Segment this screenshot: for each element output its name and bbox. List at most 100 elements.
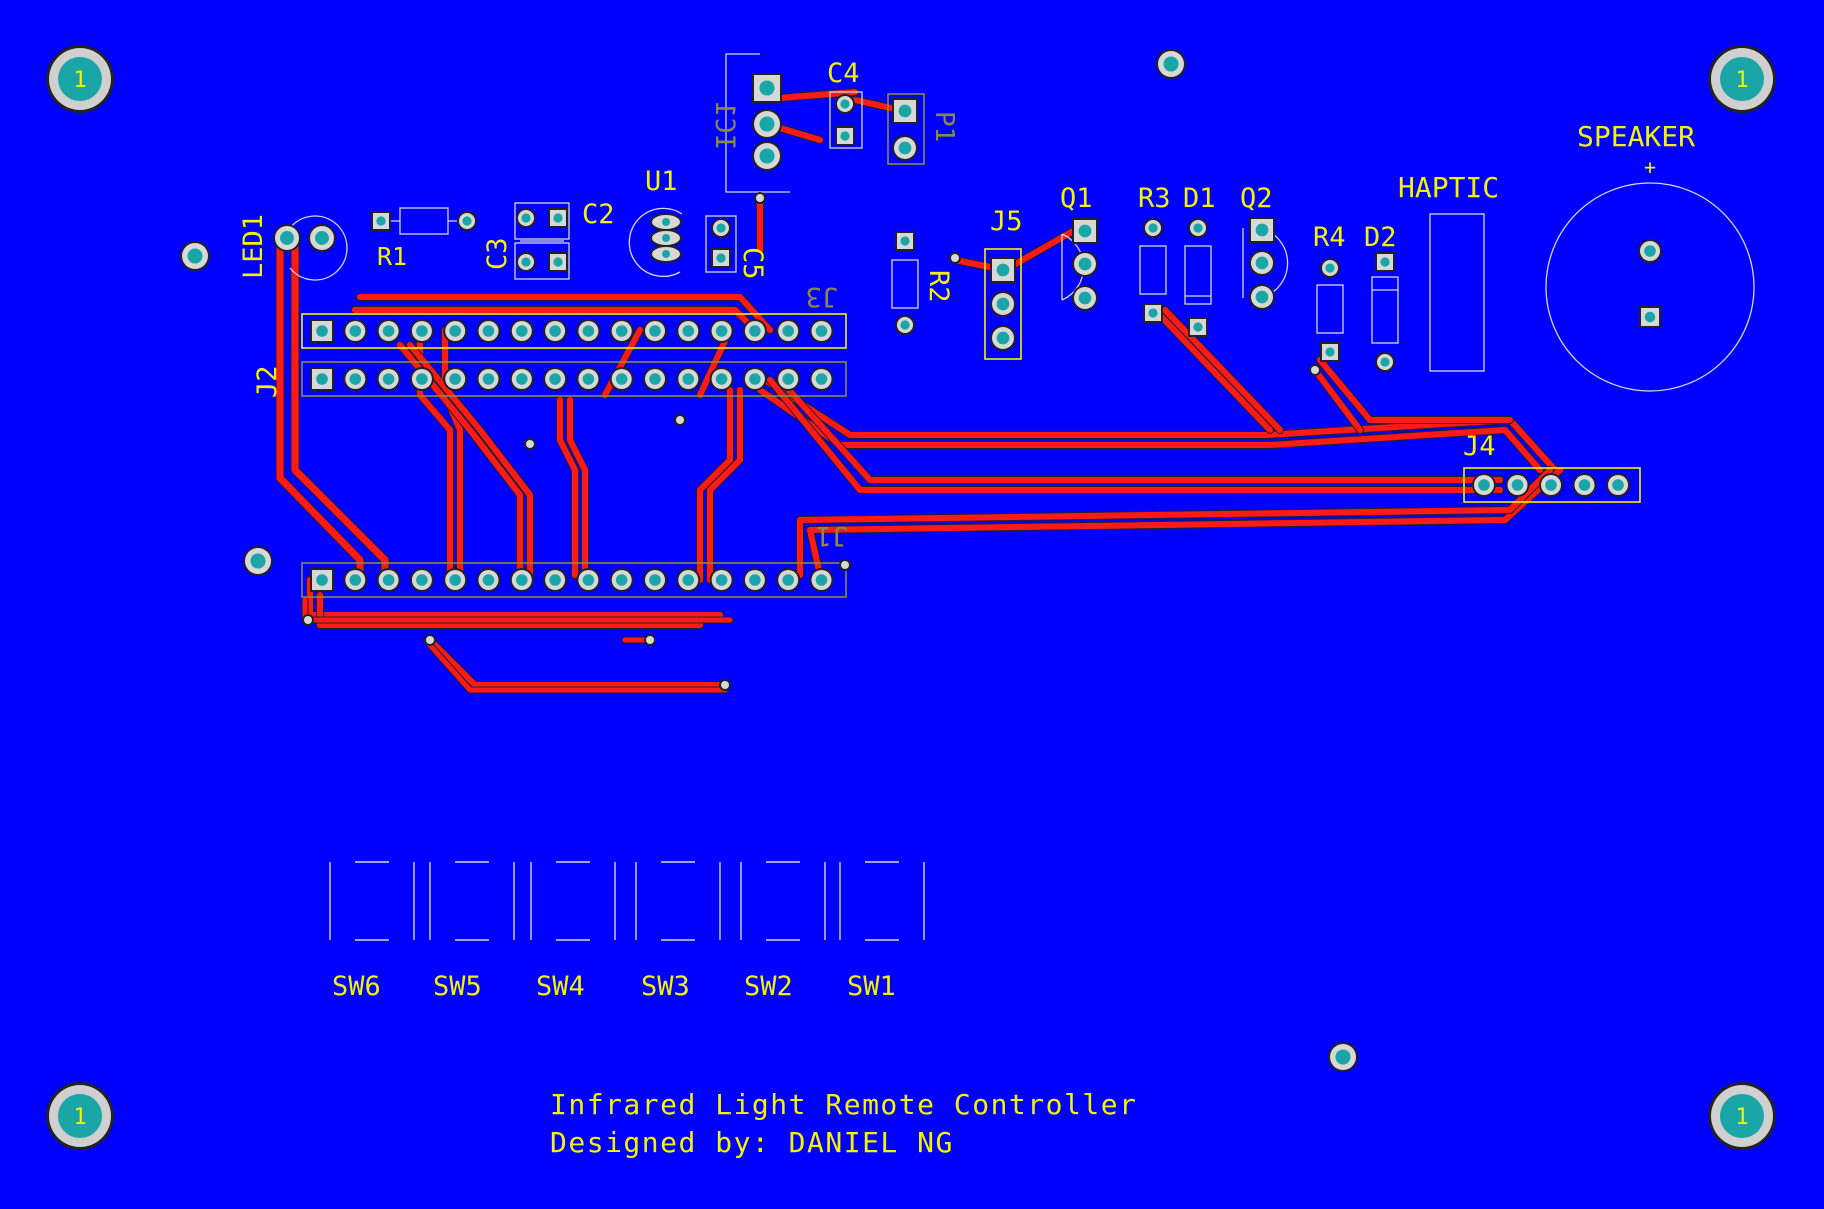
j2-pad <box>476 367 501 391</box>
r1-pad <box>371 211 391 231</box>
via <box>1309 364 1321 376</box>
c5-pad <box>711 218 731 238</box>
c2-pad <box>516 208 536 228</box>
label-sw5: SW5 <box>433 971 482 1002</box>
j3-pad <box>776 319 801 343</box>
switch-outline <box>530 861 616 941</box>
trace <box>1312 367 1363 433</box>
j5-outline <box>984 248 1022 360</box>
speaker-pad <box>1638 239 1662 263</box>
j3-outline <box>301 313 847 349</box>
j1-pad <box>809 568 834 592</box>
via <box>302 614 314 626</box>
j1-pad <box>310 568 334 592</box>
j1-pad <box>343 568 368 592</box>
led1-pad <box>308 224 336 252</box>
trace <box>427 642 728 693</box>
mounting-hole-tr: 1 <box>1708 45 1776 113</box>
j1-outline <box>301 562 847 598</box>
label-r1: R1 <box>377 242 407 271</box>
label-led1: LED1 <box>238 214 269 279</box>
label-sw3: SW3 <box>641 971 690 1002</box>
r4-body <box>1316 284 1344 334</box>
c3-pad <box>516 252 536 272</box>
c3-outline <box>514 242 570 280</box>
trace <box>1152 307 1273 433</box>
j3-pad <box>310 319 334 343</box>
mounting-hole-label: 1 <box>73 1105 86 1130</box>
trace <box>557 397 578 578</box>
label-sw2: SW2 <box>744 971 793 1002</box>
label-r4: R4 <box>1313 222 1346 253</box>
trace <box>807 467 1563 578</box>
c4-pad <box>835 126 855 146</box>
switch-labels: SW6 SW5 SW4 SW3 SW2 SW1 <box>332 971 896 1002</box>
u1-pad <box>650 213 682 231</box>
u1-outline <box>628 207 683 277</box>
j2-pad <box>643 367 667 391</box>
label-q1: Q1 <box>1060 183 1093 214</box>
via <box>839 559 851 571</box>
trace <box>397 342 523 583</box>
r3-body <box>1139 245 1167 295</box>
j3-pad <box>476 319 501 343</box>
j2-pad <box>409 367 434 391</box>
j1-pad <box>576 568 601 592</box>
j1-pad <box>776 568 801 592</box>
trace <box>407 342 533 583</box>
j3-pad <box>343 319 368 343</box>
d1-body <box>1184 245 1212 305</box>
j4-pad <box>1505 473 1530 497</box>
j4-pad <box>1472 473 1496 497</box>
j1-pad <box>409 568 434 592</box>
label-sw1: SW1 <box>847 971 896 1002</box>
standalone-pad <box>180 241 210 271</box>
j3-pad <box>742 319 767 343</box>
j2-pad <box>776 367 801 391</box>
j1-pad <box>609 568 634 592</box>
label-r3: R3 <box>1138 183 1171 214</box>
j3-pad <box>643 319 667 343</box>
trace <box>797 467 1553 578</box>
label-j1: J1 <box>815 520 848 551</box>
led1-pad <box>273 224 301 252</box>
trace <box>1317 357 1513 423</box>
p1-pad <box>892 135 918 161</box>
q1-pad <box>1072 218 1098 244</box>
j3-pad <box>376 319 401 343</box>
j2-pad <box>343 367 368 391</box>
q2-pad <box>1249 250 1275 276</box>
label-haptic: HAPTIC <box>1398 171 1499 204</box>
j2-pad <box>576 367 601 391</box>
board-designer: Designed by: DANIEL NG <box>550 1126 954 1159</box>
j3-pad <box>676 319 701 343</box>
trace <box>317 592 703 628</box>
q1-pad <box>1072 285 1098 311</box>
mounting-hole-label: 1 <box>1735 68 1748 93</box>
mounting-hole-tl: 1 <box>46 45 114 113</box>
mounting-hole-bl: 1 <box>46 1082 114 1150</box>
j3-pad <box>576 319 601 343</box>
j2-outline <box>301 361 847 397</box>
j2-pad <box>709 367 734 391</box>
p1-outline <box>887 93 925 165</box>
via <box>754 192 766 204</box>
j3-pad <box>409 319 434 343</box>
standalone-pad <box>243 546 273 576</box>
trace <box>1162 307 1283 433</box>
j2-pad <box>376 367 401 391</box>
j4-pad <box>1572 473 1597 497</box>
d2-pad <box>1375 352 1395 372</box>
j2-pad <box>809 367 834 391</box>
r3-pad <box>1143 303 1163 323</box>
trace <box>357 294 773 333</box>
mounting-hole-br: 1 <box>1708 1082 1776 1150</box>
r1-pad <box>457 211 477 231</box>
label-j5: J5 <box>990 206 1023 237</box>
c2-outline <box>514 202 570 240</box>
j2-pad <box>509 367 534 391</box>
c4-outline <box>829 91 863 149</box>
r2-pad <box>895 315 915 335</box>
label-speaker: SPEAKER <box>1577 120 1695 153</box>
